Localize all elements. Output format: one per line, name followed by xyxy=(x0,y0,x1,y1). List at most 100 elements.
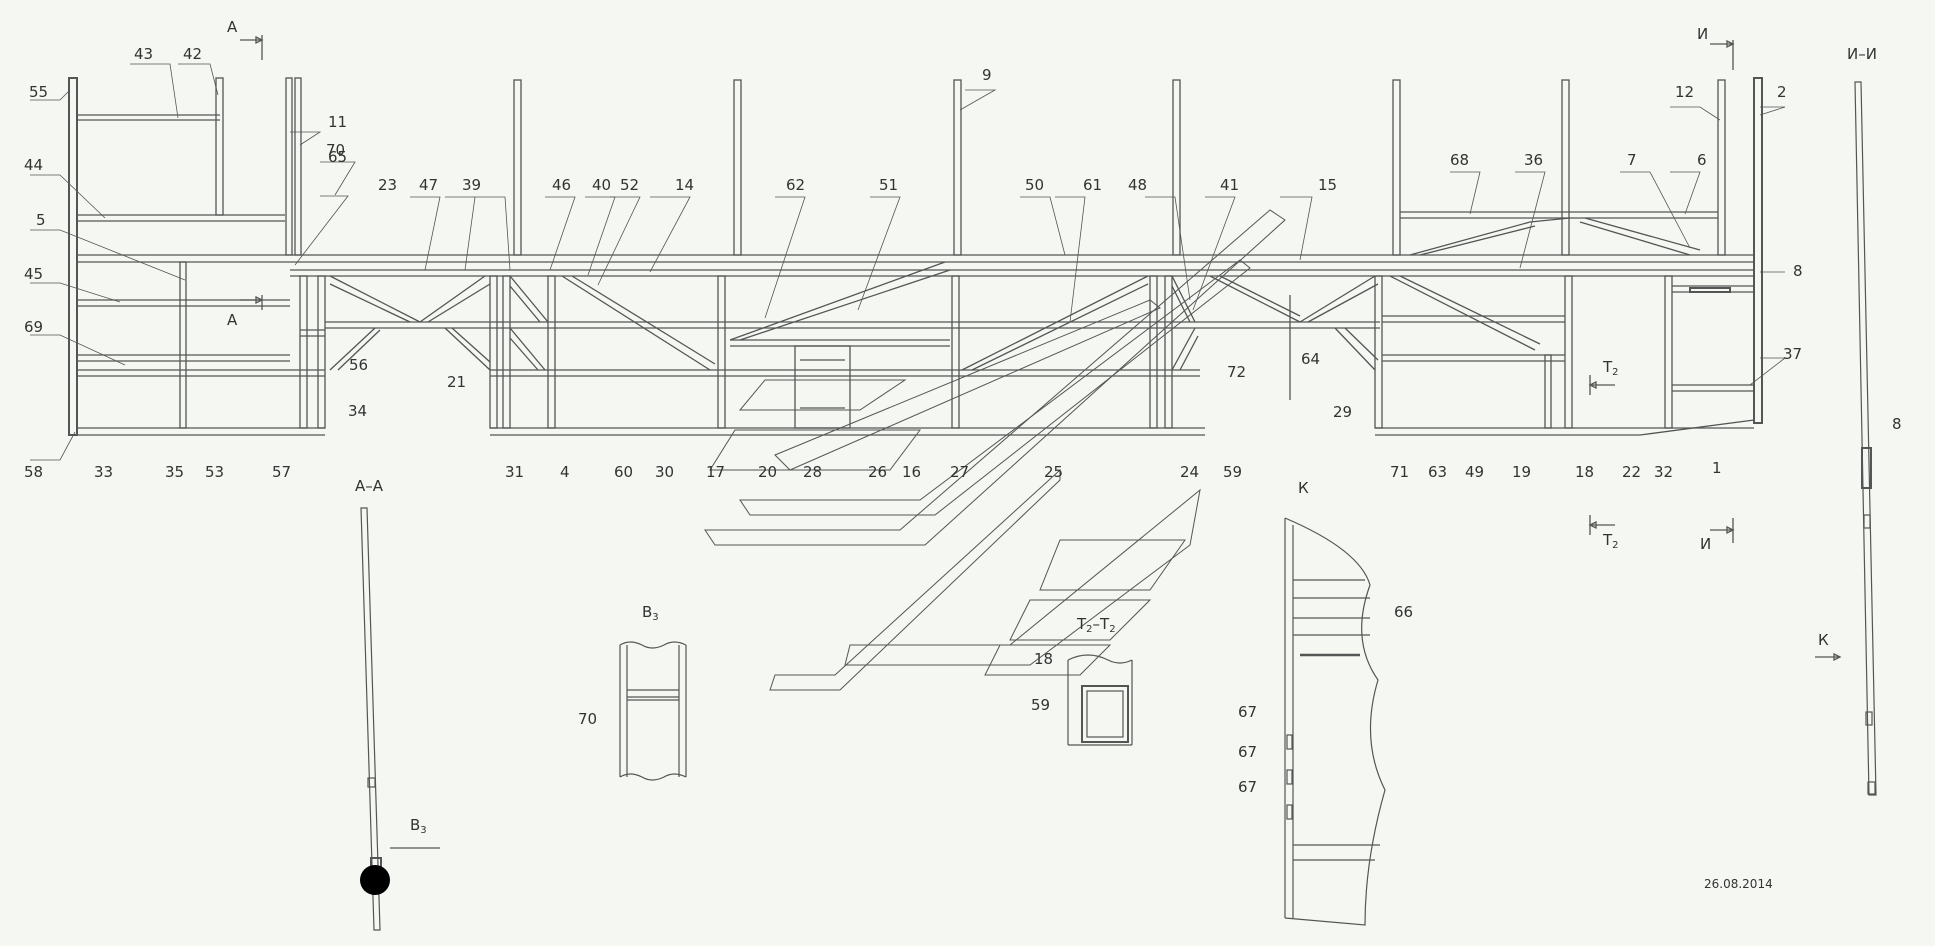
part-label: 56 xyxy=(349,356,369,374)
part-label: 1 xyxy=(1712,459,1722,477)
part-label: 6 xyxy=(1697,151,1707,169)
t2-sub: 2 xyxy=(1612,367,1619,378)
part-label: 18 xyxy=(1575,463,1595,481)
part-label: 12 xyxy=(1675,83,1695,101)
view-k xyxy=(1284,517,1386,926)
marker-k: К xyxy=(1818,631,1829,649)
part-label: 24 xyxy=(1180,463,1200,481)
part-label: 69 xyxy=(24,318,44,336)
aa-v3-label: В3 xyxy=(410,818,427,836)
part-label: 4 xyxy=(560,463,570,481)
part-label: 58 xyxy=(24,463,44,481)
part-label: 20 xyxy=(758,463,778,481)
part-label: 39 xyxy=(462,176,482,194)
part-label: 45 xyxy=(24,265,44,283)
part-label: 7 xyxy=(1627,151,1637,169)
watermark-logo xyxy=(704,209,1286,691)
part-label: 67 xyxy=(1238,778,1258,796)
part-label: 17 xyxy=(706,463,726,481)
v3-sub: 3 xyxy=(652,612,659,623)
part-label: 2 xyxy=(1777,83,1787,101)
section-ii-title: И–И xyxy=(1847,45,1877,63)
part-label: 44 xyxy=(24,156,44,174)
section-t2t2 xyxy=(1067,654,1133,746)
part-label: 32 xyxy=(1654,463,1674,481)
part-label: 60 xyxy=(614,463,634,481)
part-label: 65 xyxy=(328,148,348,166)
part-label: 25 xyxy=(1044,463,1064,481)
part-label: 11 xyxy=(328,113,348,131)
section-aa xyxy=(360,507,440,931)
part-label: 70 xyxy=(578,710,598,728)
part-label: 37 xyxy=(1783,345,1803,363)
part-label: 46 xyxy=(552,176,572,194)
part-label: 59 xyxy=(1223,463,1243,481)
part-label: 29 xyxy=(1333,403,1353,421)
part-label: 9 xyxy=(982,66,992,84)
section-v3-title: В3 xyxy=(642,605,659,623)
part-label: 47 xyxy=(419,176,439,194)
part-label: 36 xyxy=(1524,151,1544,169)
marker-a-mid: А xyxy=(227,311,238,329)
part-label: 34 xyxy=(348,402,368,420)
part-label: 23 xyxy=(378,176,398,194)
part-label: 51 xyxy=(879,176,899,194)
part-label: 15 xyxy=(1318,176,1338,194)
part-label: 48 xyxy=(1128,176,1148,194)
part-label: 21 xyxy=(447,373,467,391)
part-label: 61 xyxy=(1083,176,1103,194)
part-label: 31 xyxy=(505,463,525,481)
part-label: 14 xyxy=(675,176,695,194)
leader-lines xyxy=(30,63,1787,461)
part-label: 50 xyxy=(1025,176,1045,194)
part-label: 67 xyxy=(1238,743,1258,761)
part-label: 27 xyxy=(950,463,970,481)
part-label: 62 xyxy=(786,176,806,194)
part-label: 67 xyxy=(1238,703,1258,721)
section-ii xyxy=(1854,81,1877,796)
drawing-date: 26.08.2014 xyxy=(1704,877,1773,891)
marker-i-top: И xyxy=(1697,25,1709,43)
v3-main: В xyxy=(410,816,421,834)
v3-main: В xyxy=(642,603,653,621)
part-label: 59 xyxy=(1031,696,1051,714)
view-k-title: К xyxy=(1298,479,1309,497)
part-label: 68 xyxy=(1450,151,1470,169)
t2-sub: 2 xyxy=(1612,540,1619,551)
marker-i-bottom: И xyxy=(1700,535,1712,553)
part-label: 28 xyxy=(803,463,823,481)
part-label: 33 xyxy=(94,463,114,481)
part-label: 53 xyxy=(205,463,225,481)
t2-main: Т xyxy=(1603,358,1613,376)
t2-right: –Т xyxy=(1092,615,1110,633)
part-label: 43 xyxy=(134,45,154,63)
section-markers xyxy=(240,35,1842,662)
part-label: 8 xyxy=(1892,415,1902,433)
part-label: 40 xyxy=(592,176,612,194)
part-label: 42 xyxy=(183,45,203,63)
part-label: 19 xyxy=(1512,463,1532,481)
part-label: 18 xyxy=(1034,650,1054,668)
part-label: 8 xyxy=(1793,262,1803,280)
t2-main: Т xyxy=(1603,531,1613,549)
part-label: 71 xyxy=(1390,463,1410,481)
marker-t2-top: Т2 xyxy=(1603,360,1619,378)
t2-sub: 2 xyxy=(1086,624,1093,635)
part-label: 35 xyxy=(165,463,185,481)
part-label: 22 xyxy=(1622,463,1642,481)
part-label: 41 xyxy=(1220,176,1240,194)
part-label: 66 xyxy=(1394,603,1414,621)
part-label: 64 xyxy=(1301,350,1321,368)
section-aa-title: А–А xyxy=(355,477,384,495)
part-label: 70 xyxy=(326,141,346,159)
marker-t2-bottom: Т2 xyxy=(1603,533,1619,551)
part-label: 26 xyxy=(868,463,888,481)
section-t2t2-title: Т2–Т2 xyxy=(1077,617,1116,635)
t2-sub: 2 xyxy=(1109,624,1116,635)
part-label: 16 xyxy=(902,463,922,481)
part-label: 63 xyxy=(1428,463,1448,481)
part-label: 72 xyxy=(1227,363,1247,381)
section-v3 xyxy=(619,641,687,781)
part-label: 52 xyxy=(620,176,640,194)
